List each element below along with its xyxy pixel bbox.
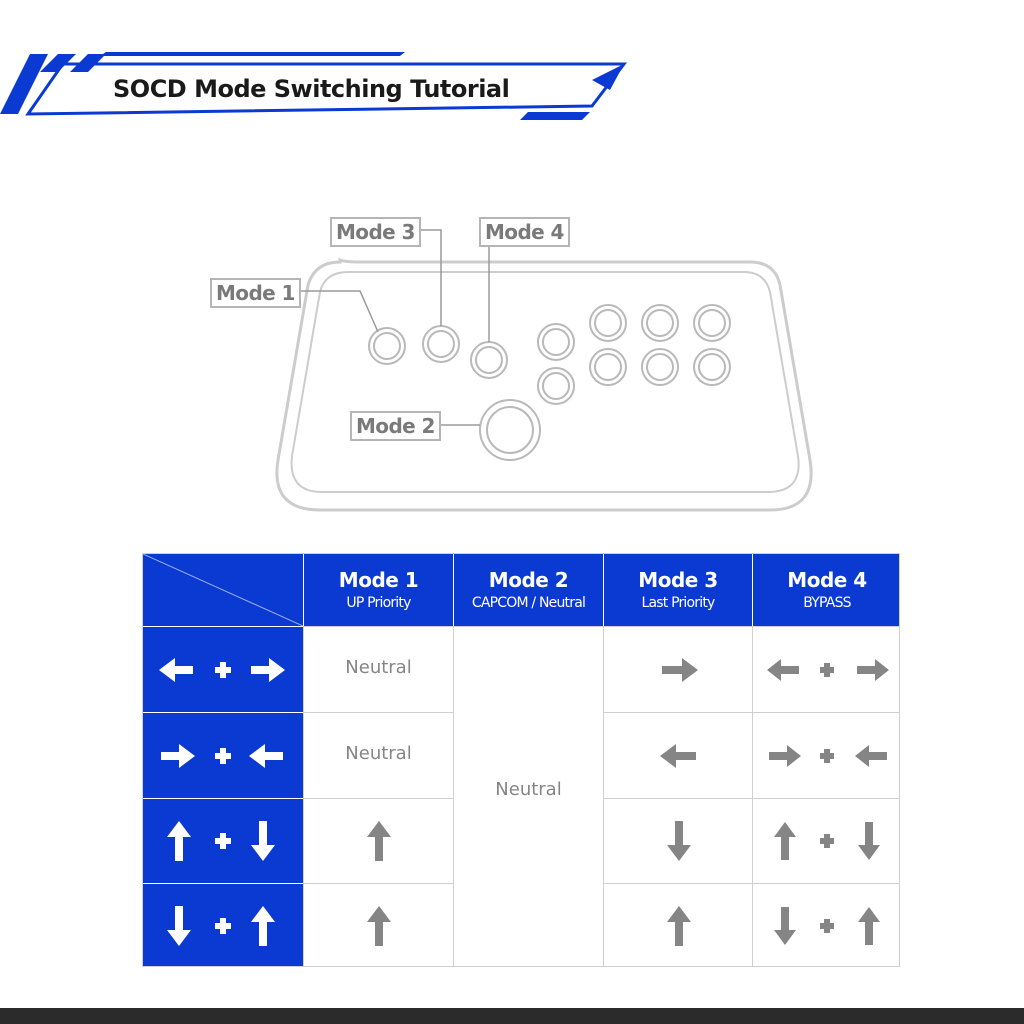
cell-mode1-row2 xyxy=(303,798,453,883)
col-subtitle: CAPCOM / Neutral xyxy=(471,595,586,611)
cell-mode1-row0: Neutral xyxy=(303,626,453,712)
cell-text: Neutral xyxy=(345,743,412,764)
mode2-button xyxy=(479,399,541,461)
cell-mode3-row3 xyxy=(603,883,752,966)
row-input-2 xyxy=(143,798,303,883)
cell-mode1-row3 xyxy=(303,883,453,966)
action-button xyxy=(693,304,731,342)
arcade-stick-illustration xyxy=(275,229,813,512)
mode3-leader xyxy=(416,229,442,326)
row-input-0 xyxy=(143,626,303,712)
table-corner xyxy=(143,554,303,626)
col-title: Mode 3 xyxy=(638,568,718,592)
cell-mode4-row3 xyxy=(752,883,899,966)
action-button xyxy=(537,323,575,361)
action-button xyxy=(589,348,627,386)
cell-mode3-row1 xyxy=(603,712,752,798)
stick-outer-body xyxy=(275,257,813,512)
row-input-1 xyxy=(143,712,303,798)
banner-stripe-1 xyxy=(0,54,48,114)
cell-mode2-merged: Neutral xyxy=(453,626,603,966)
mode4-callout: Mode 4 xyxy=(479,217,570,247)
combo-left-plus-right-icon xyxy=(159,658,285,682)
arrow-down-icon xyxy=(667,821,691,861)
socd-table: Mode 1 UP Priority Mode 2 CAPCOM / Neutr… xyxy=(142,553,900,967)
mode3-callout: Mode 3 xyxy=(330,217,421,247)
col-subtitle: UP Priority xyxy=(346,595,411,611)
combo-right-plus-left-icon xyxy=(769,745,887,767)
col-title: Mode 4 xyxy=(787,568,867,592)
page-title: SOCD Mode Switching Tutorial xyxy=(113,75,510,103)
combo-right-plus-left-icon xyxy=(161,744,283,768)
cell-text: Neutral xyxy=(345,657,412,678)
action-button xyxy=(589,304,627,342)
col-title: Mode 2 xyxy=(488,568,569,592)
stick-inner-body xyxy=(290,271,800,493)
col-header-mode1: Mode 1 UP Priority xyxy=(303,554,453,626)
buttons-group xyxy=(368,304,731,461)
row-input-3 xyxy=(143,883,303,966)
arrow-up-icon xyxy=(367,906,391,946)
cell-mode4-row0 xyxy=(752,626,899,712)
mode1-leader xyxy=(298,290,379,333)
combo-down-plus-up-icon xyxy=(167,906,275,946)
mode3-button xyxy=(422,325,460,363)
action-button xyxy=(641,304,679,342)
banner-frame xyxy=(25,62,628,116)
arrow-up-icon xyxy=(367,821,391,861)
header-banner xyxy=(0,52,628,120)
banner-stripe-2 xyxy=(40,54,76,72)
col-header-mode3: Mode 3 Last Priority xyxy=(603,554,752,626)
col-header-mode2: Mode 2 CAPCOM / Neutral xyxy=(453,554,603,626)
cell-mode4-row2 xyxy=(752,798,899,883)
col-title: Mode 1 xyxy=(338,568,419,592)
mode1-button xyxy=(368,327,406,365)
cell-text: Neutral xyxy=(495,779,562,800)
footer-bar xyxy=(0,1008,1024,1024)
action-button xyxy=(641,348,679,386)
cell-mode1-row1: Neutral xyxy=(303,712,453,798)
action-button xyxy=(693,348,731,386)
action-button xyxy=(537,367,575,405)
col-subtitle: BYPASS xyxy=(803,595,851,611)
cell-mode3-row0 xyxy=(603,626,752,712)
arrow-right-icon xyxy=(662,658,698,682)
mode2-callout: Mode 2 xyxy=(350,411,441,441)
combo-up-plus-down-icon xyxy=(774,822,880,860)
cell-mode3-row2 xyxy=(603,798,752,883)
banner-bottom-bar xyxy=(520,112,590,120)
banner-right-tab xyxy=(592,64,624,90)
col-header-mode4: Mode 4 BYPASS xyxy=(752,554,899,626)
combo-up-plus-down-icon xyxy=(167,821,275,861)
mode4-button xyxy=(470,341,508,379)
combo-left-plus-right-icon xyxy=(767,659,889,681)
cell-mode4-row1 xyxy=(752,712,899,798)
col-subtitle: Last Priority xyxy=(641,595,715,611)
combo-down-plus-up-icon xyxy=(774,907,880,945)
mode1-callout: Mode 1 xyxy=(210,278,301,308)
arrow-up-icon xyxy=(667,906,691,946)
banner-top-bar xyxy=(100,52,405,56)
arrow-left-icon xyxy=(660,744,696,768)
leader-lines xyxy=(298,229,490,426)
